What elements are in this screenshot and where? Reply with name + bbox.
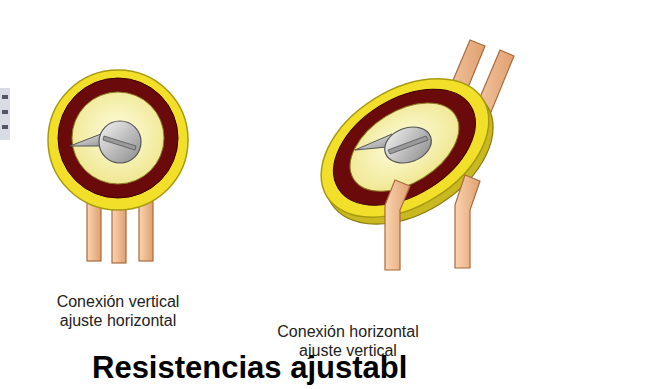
edge-artifact [2, 95, 8, 99]
edge-artifact [2, 110, 8, 114]
edge-artifact [0, 88, 10, 140]
caption-text: Conexión vertical ajuste horizontal [38, 292, 198, 330]
horizontal-trimmer [296, 40, 518, 270]
vertical-trimmer [48, 70, 188, 263]
heading-text: Resistencias ajustabl [92, 350, 407, 386]
edge-artifact [2, 125, 8, 129]
